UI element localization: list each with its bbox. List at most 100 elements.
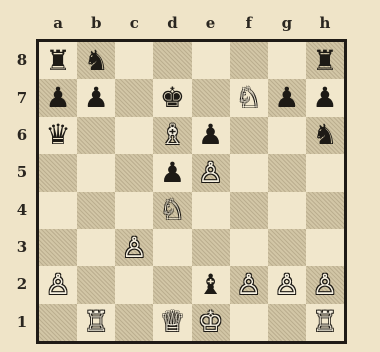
square-c1[interactable] xyxy=(115,304,153,341)
file-label-b: b xyxy=(78,14,115,32)
square-b8[interactable]: ♞ xyxy=(77,42,115,79)
square-h4[interactable] xyxy=(306,192,344,229)
square-b2[interactable] xyxy=(77,266,115,303)
square-e2[interactable]: ♝ xyxy=(192,266,230,303)
black-pawn-icon[interactable]: ♟ xyxy=(160,159,185,187)
square-a1[interactable] xyxy=(39,304,77,341)
square-c2[interactable] xyxy=(115,266,153,303)
square-b5[interactable] xyxy=(77,154,115,191)
white-rook-icon[interactable]: ♖ xyxy=(84,308,109,336)
square-h2[interactable]: ♙ xyxy=(306,266,344,303)
square-h3[interactable] xyxy=(306,229,344,266)
black-rook-icon[interactable]: ♜ xyxy=(312,47,337,75)
square-a3[interactable] xyxy=(39,229,77,266)
square-g3[interactable] xyxy=(268,229,306,266)
square-d5[interactable]: ♟ xyxy=(153,154,191,191)
square-a5[interactable] xyxy=(39,154,77,191)
black-pawn-icon[interactable]: ♟ xyxy=(312,84,337,112)
white-knight-icon[interactable]: ♘ xyxy=(160,196,185,224)
square-d2[interactable] xyxy=(153,266,191,303)
square-f6[interactable] xyxy=(230,117,268,154)
square-b6[interactable] xyxy=(77,117,115,154)
square-c5[interactable] xyxy=(115,154,153,191)
black-pawn-icon[interactable]: ♟ xyxy=(84,84,109,112)
square-b1[interactable]: ♖ xyxy=(77,304,115,341)
square-g7[interactable]: ♟ xyxy=(268,79,306,116)
white-knight-icon[interactable]: ♘ xyxy=(236,84,261,112)
black-king-icon[interactable]: ♚ xyxy=(160,84,185,112)
square-c6[interactable] xyxy=(115,117,153,154)
white-pawn-icon[interactable]: ♙ xyxy=(274,271,299,299)
square-d1[interactable]: ♕ xyxy=(153,304,191,341)
square-a2[interactable]: ♙ xyxy=(39,266,77,303)
black-pawn-icon[interactable]: ♟ xyxy=(198,121,223,149)
square-g5[interactable] xyxy=(268,154,306,191)
black-pawn-icon[interactable]: ♟ xyxy=(46,84,71,112)
square-a4[interactable] xyxy=(39,192,77,229)
black-bishop-icon[interactable]: ♝ xyxy=(198,271,223,299)
white-king-icon[interactable]: ♔ xyxy=(198,308,223,336)
square-e6[interactable]: ♟ xyxy=(192,117,230,154)
rank-label-1: 1 xyxy=(12,304,32,341)
square-d6[interactable]: ♗ xyxy=(153,117,191,154)
square-a7[interactable]: ♟ xyxy=(39,79,77,116)
square-g8[interactable] xyxy=(268,42,306,79)
square-h6[interactable]: ♞ xyxy=(306,117,344,154)
square-g4[interactable] xyxy=(268,192,306,229)
white-rook-icon[interactable]: ♖ xyxy=(312,308,337,336)
square-b4[interactable] xyxy=(77,192,115,229)
square-c3[interactable]: ♙ xyxy=(115,229,153,266)
square-e8[interactable] xyxy=(192,42,230,79)
rank-label-6: 6 xyxy=(12,117,32,154)
square-h5[interactable] xyxy=(306,154,344,191)
square-b7[interactable]: ♟ xyxy=(77,79,115,116)
square-f5[interactable] xyxy=(230,154,268,191)
rank-label-8: 8 xyxy=(12,42,32,79)
black-rook-icon[interactable]: ♜ xyxy=(46,47,71,75)
square-h7[interactable]: ♟ xyxy=(306,79,344,116)
white-pawn-icon[interactable]: ♙ xyxy=(122,234,147,262)
white-pawn-icon[interactable]: ♙ xyxy=(312,271,337,299)
square-g2[interactable]: ♙ xyxy=(268,266,306,303)
square-c4[interactable] xyxy=(115,192,153,229)
square-d4[interactable]: ♘ xyxy=(153,192,191,229)
white-pawn-icon[interactable]: ♙ xyxy=(46,271,71,299)
square-e5[interactable]: ♙ xyxy=(192,154,230,191)
square-e7[interactable] xyxy=(192,79,230,116)
square-f3[interactable] xyxy=(230,229,268,266)
square-d3[interactable] xyxy=(153,229,191,266)
square-h8[interactable]: ♜ xyxy=(306,42,344,79)
square-a6[interactable]: ♛ xyxy=(39,117,77,154)
square-h1[interactable]: ♖ xyxy=(306,304,344,341)
square-d8[interactable] xyxy=(153,42,191,79)
rank-label-7: 7 xyxy=(12,80,32,117)
square-g1[interactable] xyxy=(268,304,306,341)
file-label-f: f xyxy=(230,14,267,32)
white-pawn-icon[interactable]: ♙ xyxy=(236,271,261,299)
square-g6[interactable] xyxy=(268,117,306,154)
square-d7[interactable]: ♚ xyxy=(153,79,191,116)
black-knight-icon[interactable]: ♞ xyxy=(312,121,337,149)
square-a8[interactable]: ♜ xyxy=(39,42,77,79)
square-f1[interactable] xyxy=(230,304,268,341)
chess-board: ♜ ♞ ♜ ♟ ♟ ♚ ♘ ♟ ♟ ♛ ♗ ♟ ♞ ♟ ♙ ♘ ♙ ♙ ♝ ♙ ♙ ♙ ♖ ♕ ♔ ♖ xyxy=(36,39,347,344)
square-f2[interactable]: ♙ xyxy=(230,266,268,303)
white-bishop-icon[interactable]: ♗ xyxy=(160,121,185,149)
black-queen-icon[interactable]: ♛ xyxy=(46,121,71,149)
square-c7[interactable] xyxy=(115,79,153,116)
file-label-d: d xyxy=(154,14,191,32)
square-f4[interactable] xyxy=(230,192,268,229)
white-queen-icon[interactable]: ♕ xyxy=(160,308,185,336)
black-pawn-icon[interactable]: ♟ xyxy=(274,84,299,112)
square-e4[interactable] xyxy=(192,192,230,229)
file-label-c: c xyxy=(116,14,153,32)
square-f8[interactable] xyxy=(230,42,268,79)
square-e3[interactable] xyxy=(192,229,230,266)
square-e1[interactable]: ♔ xyxy=(192,304,230,341)
square-f7[interactable]: ♘ xyxy=(230,79,268,116)
square-c8[interactable] xyxy=(115,42,153,79)
rank-label-5: 5 xyxy=(12,154,32,191)
white-pawn-icon[interactable]: ♙ xyxy=(198,159,223,187)
square-b3[interactable] xyxy=(77,229,115,266)
black-knight-icon[interactable]: ♞ xyxy=(84,47,109,75)
